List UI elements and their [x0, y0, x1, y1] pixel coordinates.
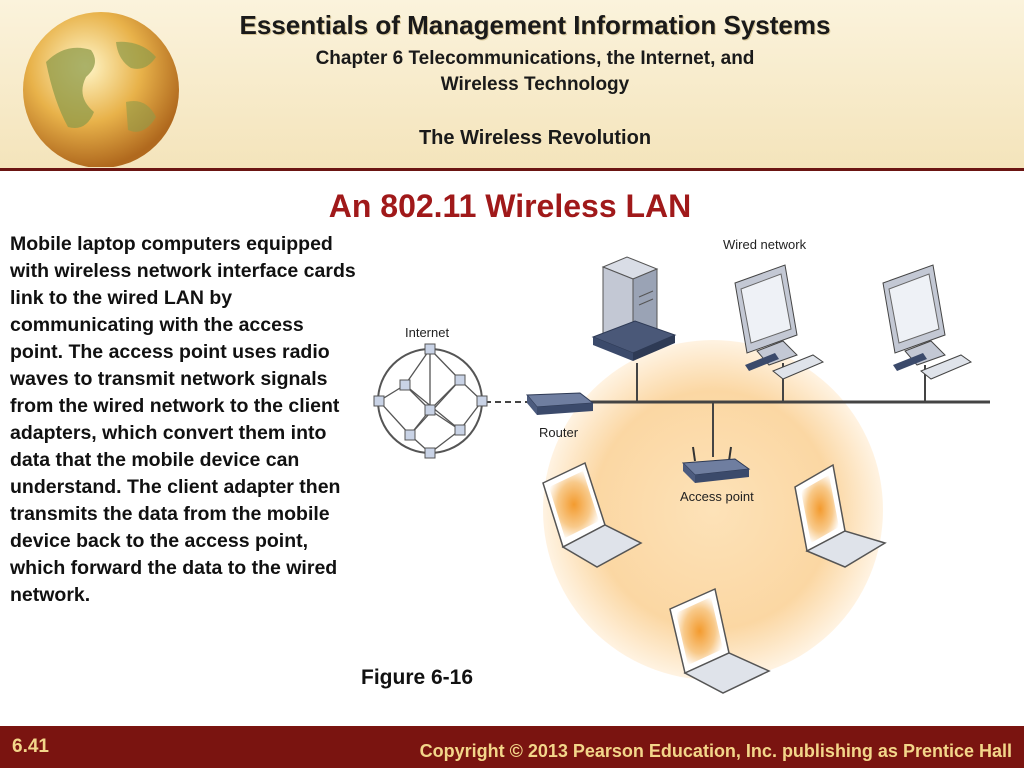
laptop-icon [794, 463, 887, 568]
desktop-computer-icon [882, 264, 973, 380]
slide-number: 6.41 [12, 736, 49, 757]
coverage-area [543, 340, 883, 680]
header-divider [0, 168, 1024, 171]
server-icon [591, 256, 677, 361]
access-point-label: Access point [680, 489, 754, 504]
chapter-title-line1: Chapter 6 Telecommunications, the Intern… [315, 48, 755, 69]
figure-label: Figure 6-16 [361, 666, 474, 689]
copyright-notice: Copyright © 2013 Pearson Education, Inc.… [419, 741, 1012, 761]
globe-icon [23, 12, 179, 167]
body-text: Mobile laptop computers equipped with wi… [10, 233, 356, 606]
slide-heading: An 802.11 Wireless LAN [328, 188, 692, 224]
router-icon [525, 392, 595, 415]
laptop-icon [669, 587, 771, 694]
section-title: The Wireless Revolution [418, 127, 652, 149]
access-point-icon [681, 446, 751, 483]
wired-network-label: Wired network [723, 237, 807, 252]
presentation-title: Essentials of Management Information Sys… [239, 10, 831, 40]
chapter-title: Chapter 6 Telecommunications, the Intern… [200, 46, 870, 98]
internet-icon [373, 343, 488, 459]
internet-label: Internet [405, 325, 449, 340]
chapter-title-line2: Wireless Technology [440, 74, 630, 95]
router-label: Router [539, 425, 579, 440]
slide-footer [0, 726, 1024, 768]
desktop-computer-icon [734, 264, 825, 380]
wireless-lan-diagram: Wired network Internet Router Access poi… [373, 237, 990, 694]
laptop-icon [542, 461, 643, 568]
